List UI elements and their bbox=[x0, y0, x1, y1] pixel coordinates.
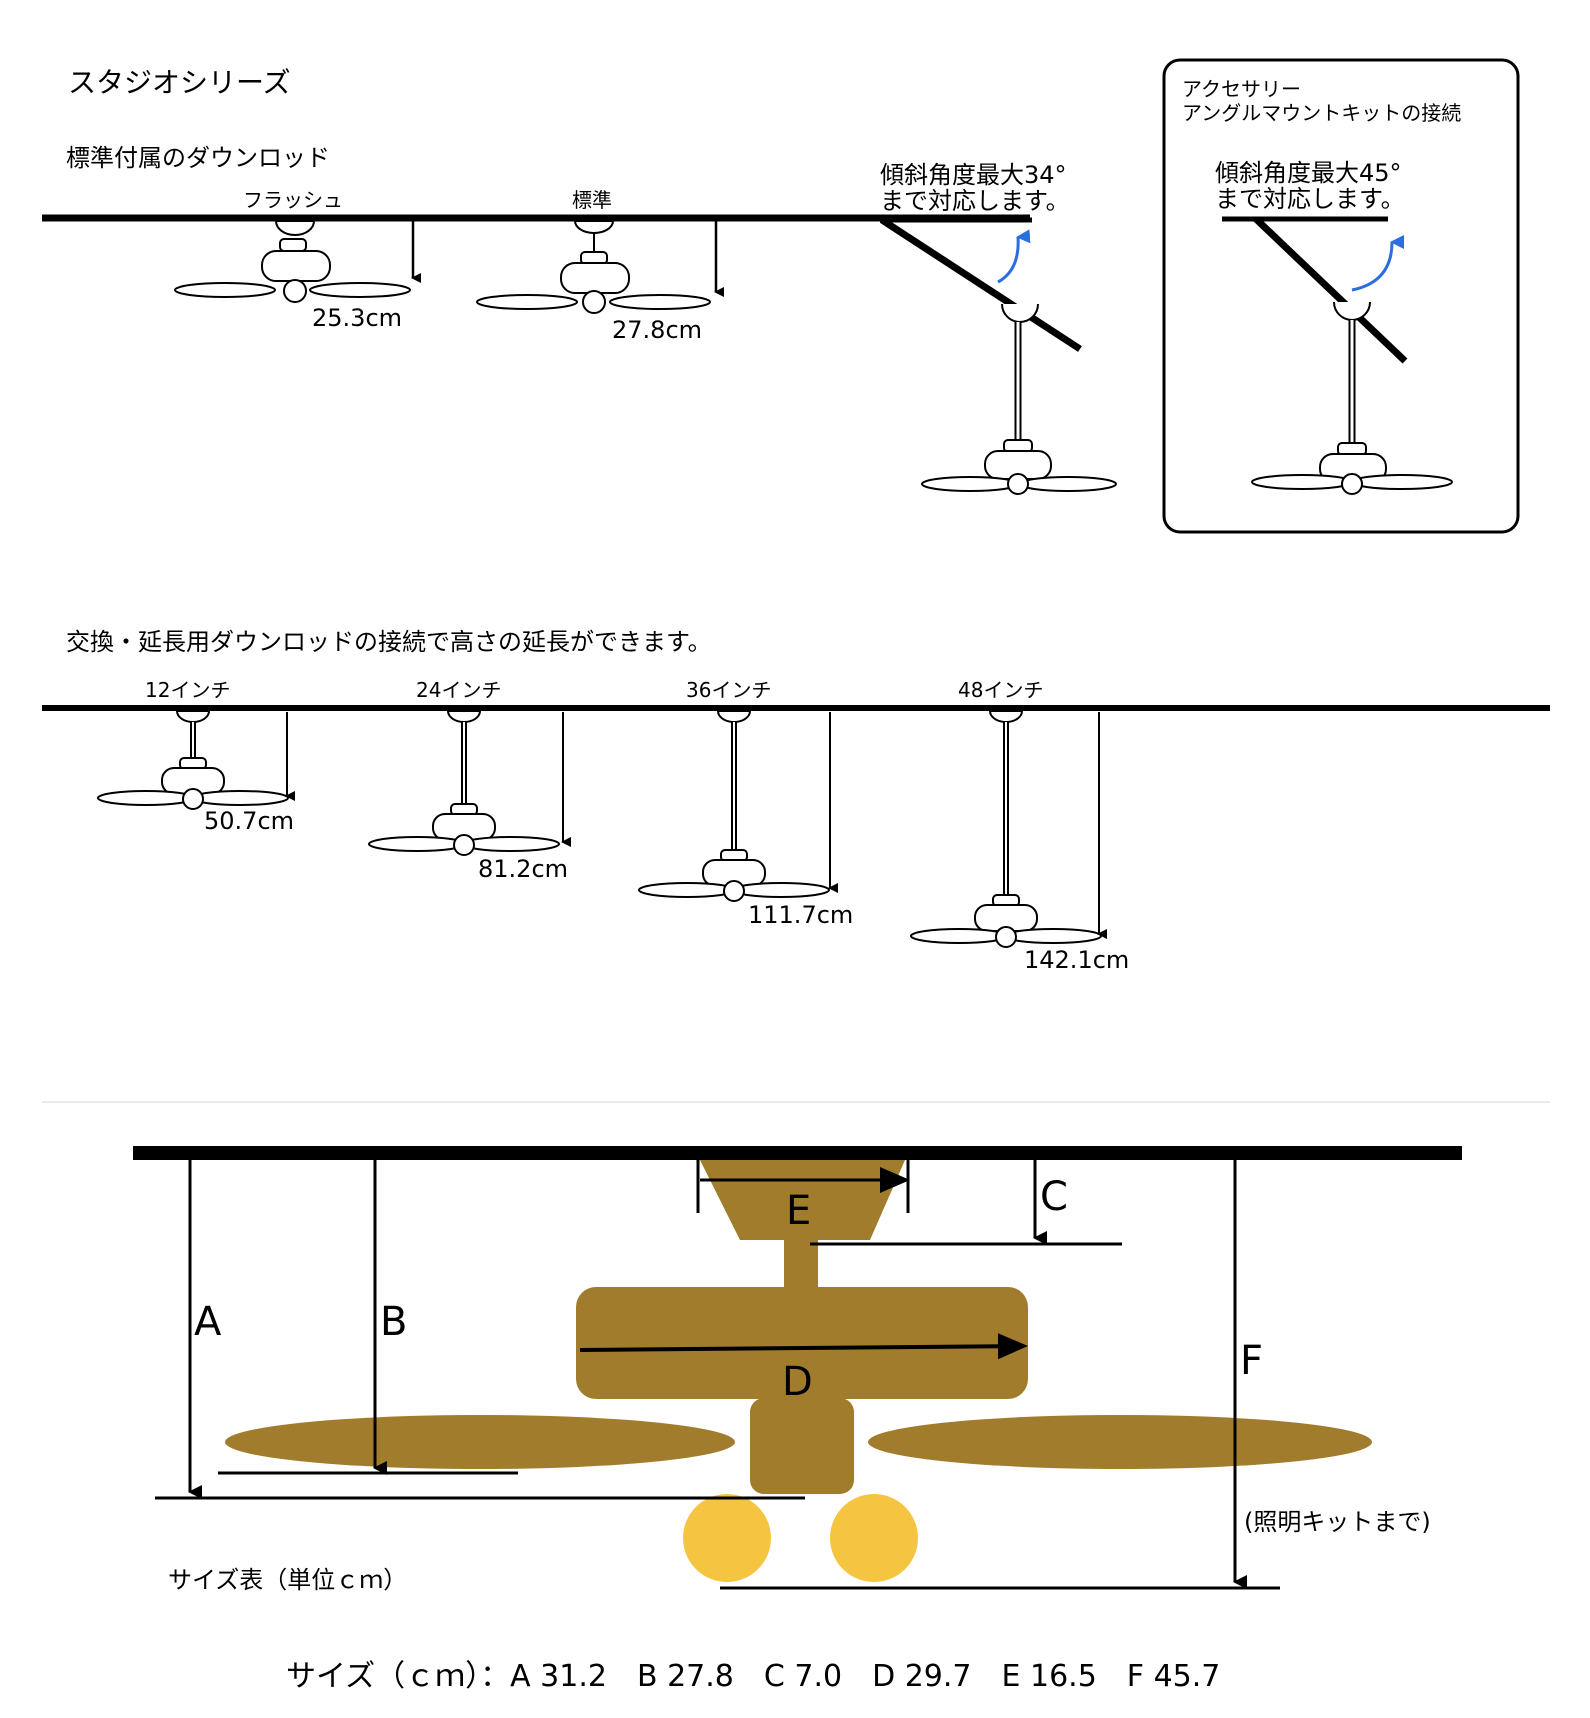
blade-right bbox=[868, 1415, 1372, 1469]
slope45-line1: 傾斜角度最大45° bbox=[1215, 159, 1402, 187]
section-extension-downrods: 交換・延長用ダウンロッドの接続で高さの延長ができます。 12インチ 50.7cm… bbox=[42, 628, 1550, 974]
fan-hub bbox=[750, 1398, 854, 1494]
slope45-arrow-icon bbox=[1351, 235, 1405, 292]
flush-label: フラッシュ bbox=[243, 188, 343, 212]
sloped-ceiling-34: 傾斜角度最大34° まで対応します。 bbox=[880, 161, 1117, 495]
rod-12-label: 12インチ bbox=[145, 678, 230, 702]
dimension-f-label: F bbox=[1240, 1338, 1263, 1384]
section-size-diagram: A B E C D F (照明キットまで) サイズ表（単位ｃｍ） サイズ（ｃｍ）… bbox=[133, 1146, 1462, 1694]
slope34-arrow-icon bbox=[997, 229, 1031, 284]
dimension-e-label: E bbox=[786, 1188, 811, 1234]
flush-height: 25.3cm bbox=[312, 304, 402, 332]
rod-48-fan: 48インチ 142.1cm bbox=[910, 678, 1129, 974]
rod-48-height: 142.1cm bbox=[1024, 946, 1129, 974]
rod-12-fan: 12インチ 50.7cm bbox=[97, 678, 295, 835]
section-standard-downrod: スタジオシリーズ 標準付属のダウンロッド フラッシュ 25.3cm 標準 bbox=[42, 58, 1520, 534]
rod-24-fan: 24インチ 81.2cm bbox=[368, 678, 571, 883]
rod-36-height: 111.7cm bbox=[748, 901, 853, 929]
accessory-line1: アクセサリー bbox=[1182, 77, 1301, 101]
rod-36-fan: 36インチ 111.7cm bbox=[638, 678, 853, 929]
size-values: サイズ（ｃｍ）：A 31.2 B 27.8 C 7.0 D 29.7 E 16.… bbox=[286, 1659, 1220, 1694]
standard-height: 27.8cm bbox=[612, 316, 702, 344]
rod-36-label: 36インチ bbox=[686, 678, 771, 702]
rod-48-label: 48インチ bbox=[958, 678, 1043, 702]
dimension-a-label: A bbox=[194, 1299, 222, 1345]
standard-fan: 標準 27.8cm bbox=[476, 188, 724, 344]
downrod bbox=[784, 1238, 818, 1290]
slope34-line2: まで対応します。 bbox=[880, 187, 1070, 215]
light-bulb-right bbox=[830, 1494, 918, 1582]
flush-fan: フラッシュ 25.3cm bbox=[174, 188, 421, 332]
standard-label: 標準 bbox=[572, 188, 612, 212]
light-bulb-left bbox=[683, 1494, 771, 1582]
slope45-line2: まで対応します。 bbox=[1215, 185, 1405, 213]
dimension-c-label: C bbox=[1040, 1174, 1068, 1220]
blade-left bbox=[225, 1415, 735, 1469]
series-title: スタジオシリーズ bbox=[68, 66, 291, 99]
rod-24-label: 24インチ bbox=[416, 678, 501, 702]
motor-housing bbox=[576, 1287, 1028, 1399]
slope34-line1: 傾斜角度最大34° bbox=[880, 161, 1067, 189]
dimension-b-label: B bbox=[380, 1299, 407, 1345]
accessory-line2: アングルマウントキットの接続 bbox=[1182, 101, 1461, 125]
standard-downrod-title: 標準付属のダウンロッド bbox=[66, 144, 330, 172]
accessory-angle-mount-box: アクセサリー アングルマウントキットの接続 傾斜角度最大45° まで対応します。 bbox=[1162, 58, 1520, 534]
f-note: (照明キットまで) bbox=[1244, 1508, 1431, 1536]
size-table-title: サイズ表（単位ｃｍ） bbox=[168, 1566, 407, 1594]
dimension-d-arrow bbox=[579, 1333, 1028, 1360]
rod-12-height: 50.7cm bbox=[204, 807, 294, 835]
rod-24-height: 81.2cm bbox=[478, 855, 568, 883]
dimension-d-label: D bbox=[782, 1359, 813, 1405]
extension-title: 交換・延長用ダウンロッドの接続で高さの延長ができます。 bbox=[66, 628, 712, 656]
